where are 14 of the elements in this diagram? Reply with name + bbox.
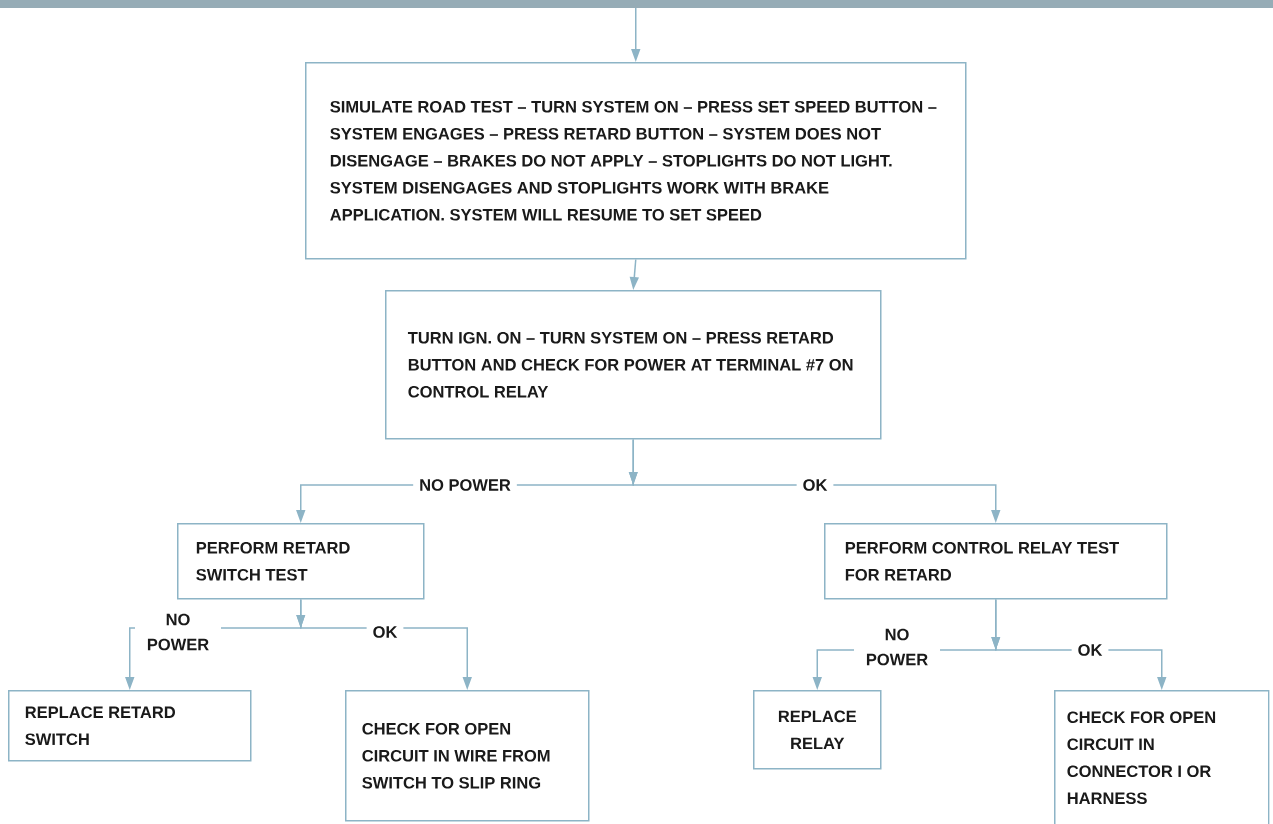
process-box: PERFORM CONTROL RELAY TEST FOR RETARD	[824, 523, 1168, 600]
process-box: TURN IGN. ON – TURN SYSTEM ON – PRESS RETARD BUTTON AND CHECK FOR POWER AT TERMINAL #7 ON CONTROL RELAY	[385, 290, 882, 440]
edge-label: NO POWER	[854, 627, 940, 667]
process-box: REPLACE RETARD SWITCH	[8, 690, 252, 762]
edge-label: OK	[366, 625, 404, 639]
process-box: PERFORM RETARD SWITCH TEST	[177, 523, 425, 600]
process-box: SIMULATE ROAD TEST – TURN SYSTEM ON – PRESS SET SPEED BUTTON – SYSTEM ENGAGES – PRESS RETARD BUTTON – SYSTEM DOES NOT DISENGAGE – BRAKES DO NOT APPLY – STOPLIGHTS DO NOT LIGHT. SYSTEM DISENGAGES AND STOPLIGHTS WORK WITH BRAKE APPLICATION. SYSTEM WILL RESUME TO SET SPEED	[305, 62, 967, 260]
edge-label: OK	[1071, 643, 1109, 657]
process-box: REPLACE RELAY	[753, 690, 882, 770]
edge-label: OK	[796, 478, 834, 492]
process-box: CHECK FOR OPEN CIRCUIT IN WIRE FROM SWITCH TO SLIP RING	[345, 690, 590, 822]
edge-label: NO POWER	[413, 478, 517, 492]
process-box: CHECK FOR OPEN CIRCUIT IN CONNECTOR I OR HARNESS	[1054, 690, 1270, 824]
edge-label: NO POWER	[135, 612, 221, 652]
